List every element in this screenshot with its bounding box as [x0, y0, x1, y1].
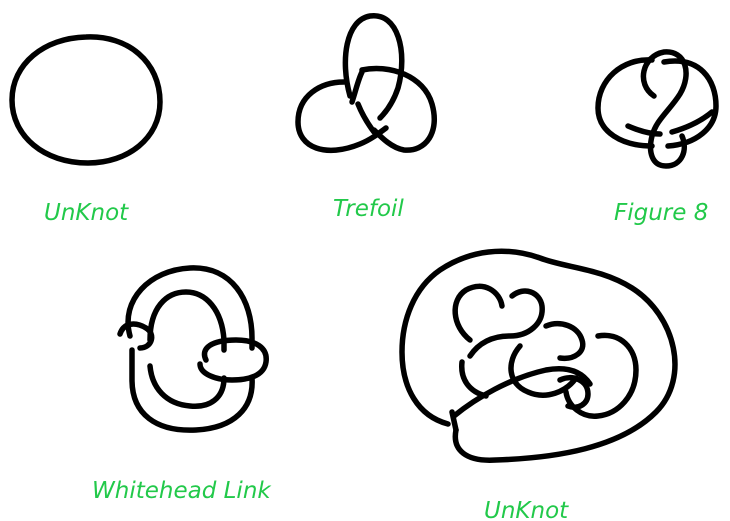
whitehead-twist — [120, 324, 152, 348]
unknot-circle — [12, 37, 160, 163]
figure-eight-figure — [598, 52, 716, 166]
trefoil-strand-lower-connector — [358, 104, 374, 132]
whitehead-small-ring — [200, 340, 266, 380]
whitehead-outer-oval — [128, 268, 252, 348]
unknot-tangled-label: UnKnot — [484, 498, 569, 521]
unknot-simple-figure — [12, 37, 160, 163]
trefoil-label: Trefoil — [333, 196, 404, 222]
whitehead-inner-oval-lower — [150, 366, 224, 406]
tangled-central-coil — [546, 324, 583, 359]
whitehead-link-label: Whitehead Link — [92, 478, 272, 504]
whitehead-link-figure — [120, 268, 266, 430]
tangled-loop-top-left — [455, 286, 502, 340]
unknot-simple-label: UnKnot — [44, 200, 129, 226]
tangled-sweep-strand-2 — [462, 362, 486, 396]
trefoil-figure — [298, 16, 434, 151]
tangled-bottom-tail — [452, 412, 456, 430]
figure-eight-label: Figure 8 — [614, 200, 708, 226]
whitehead-outer-oval-lower — [132, 350, 252, 430]
figure-eight-inner-loop — [643, 52, 686, 166]
unknot-tangled-figure — [402, 251, 675, 460]
tangled-loop-top-left-2 — [470, 291, 542, 356]
trefoil-strand-left-lobe — [298, 82, 386, 150]
trefoil-strand-upper-connector — [352, 72, 362, 102]
